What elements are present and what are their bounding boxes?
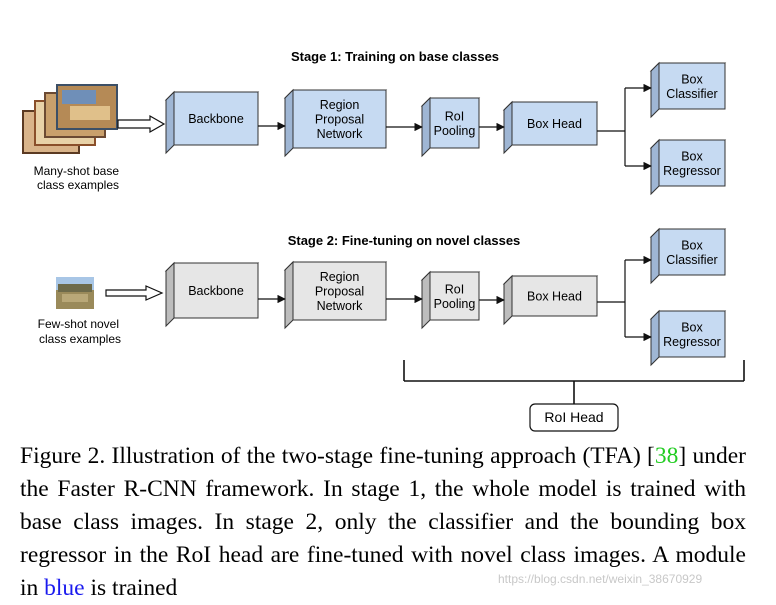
stage1-box-regressor-box-label-line: Box (681, 149, 703, 163)
stage1-box-regressor-box-label-line: Regressor (663, 164, 721, 178)
stage2-roi-pooling-box-label-line: Pooling (434, 297, 476, 311)
stage1-backbone-box-side-face (165, 90, 175, 155)
novel-class-image (56, 277, 94, 309)
stage1-roi-pooling-box-label-line: Pooling (434, 124, 476, 138)
stage2-box-classifier-box-side-face (650, 227, 660, 285)
stage1-title: Stage 1: Training on base classes (291, 49, 499, 64)
stage1-box-head-box-side-face (503, 100, 513, 155)
stage2-input-caption-line1: Few-shot novel (38, 317, 119, 331)
stage2-box-classifier-box-label-line: Classifier (666, 253, 717, 267)
stage2-backbone-box-label-line: Backbone (188, 284, 244, 298)
stage1-box-head-box: Box Head (502, 100, 599, 155)
stage1-backbone-box-label: Backbone (188, 112, 244, 126)
stage1-box-classifier-box-label-line: Classifier (666, 87, 717, 101)
stage1-box-classifier-box-label-line: Box (681, 72, 703, 86)
stage2-roi-pooling-box-label-line: RoI (445, 282, 464, 296)
stage1-backbone-box-front-face (173, 91, 259, 146)
stage1-input-arrow (117, 114, 166, 134)
stage2-box-head-box-label-line: Box Head (527, 290, 582, 304)
stage2-rpn-box-label-line: Network (317, 299, 364, 313)
stage1-rpn-box-label-line: Region (320, 98, 360, 112)
stage2-box-head-box-side-face (503, 274, 513, 326)
stage2-box-head-box: Box Head (502, 274, 599, 326)
stage1-rpn-box-side-face (284, 88, 294, 158)
stage2-rpn-box-side-face (284, 260, 294, 330)
figure-caption: Figure 2. Illustration of the two-stage … (20, 440, 746, 605)
stage1-box-regressor-box-side-face (650, 138, 660, 196)
stage2-box-classifier-box-label-line: Box (681, 238, 703, 252)
stage2-box-regressor-box-side-face (650, 309, 660, 367)
stage1-rpn-box-label-line: Proposal (315, 113, 364, 127)
stage2-box-head-box-label: Box Head (527, 290, 582, 304)
stage1-box-head-box-label-line: Box Head (527, 117, 582, 131)
stage2-rpn-box-label-line: Region (320, 270, 360, 284)
stage1-rpn-box-front-face (292, 89, 387, 149)
stage2-box-regressor-box-label-line: Box (681, 320, 703, 334)
roi-head-label: RoI Head (544, 409, 603, 425)
stage1-roi-pooling-box-label-line: RoI (445, 109, 464, 123)
caption-text-2: ] under the Faster R-CNN framework. In s… (20, 443, 746, 601)
stage2-rpn-box-label-line: Proposal (315, 285, 364, 299)
tfa-diagram: Stage 1: Training on base classes Stage … (22, 49, 745, 432)
caption-blue-word: blue (44, 575, 85, 601)
svg-text:Few-shot novel class examp: Few-shot novel class examples (38, 317, 123, 346)
stage1-roi-pooling-box-front-face (429, 97, 480, 149)
stage1-backbone-box: Backbone (164, 90, 260, 155)
roi-head-bracket (403, 360, 745, 404)
stage2-arrows (258, 255, 652, 342)
stage1-input-caption-line1: Many-shot base (34, 164, 120, 178)
base-class-image-stack (22, 84, 118, 154)
stage2-rpn-box-front-face (292, 261, 387, 321)
stage2-roi-pooling-box-front-face (429, 271, 480, 321)
stage1-input-caption-line2: class examples (37, 178, 119, 192)
stage2-box-regressor-box-front-face (658, 310, 726, 358)
stage1-box-head-box-front-face (511, 101, 598, 146)
stage2-input-caption-line2: class examples (39, 332, 121, 346)
stage1-arrows (258, 83, 652, 171)
stage1-backbone-box-label-line: Backbone (188, 112, 244, 126)
stage1-rpn-box-label-line: Network (317, 127, 364, 141)
stage1-box-regressor-box-front-face (658, 139, 726, 187)
svg-text:Many-shot base class examp: Many-shot base class examples (34, 164, 123, 192)
caption-text-3: is trained (84, 575, 178, 601)
stage1-roi-pooling-box-side-face (421, 96, 431, 158)
stage1-box-classifier-box-side-face (650, 61, 660, 119)
stage2-backbone-box-side-face (165, 261, 175, 328)
stage2-input-arrow (105, 285, 164, 301)
stage2-backbone-box: Backbone (164, 261, 260, 328)
stage2-backbone-box-front-face (173, 262, 259, 319)
stage1-box-head-box-label: Box Head (527, 117, 582, 131)
caption-citation-link[interactable]: 38 (654, 443, 679, 469)
watermark: https://blog.csdn.net/weixin_38670929 (498, 572, 703, 586)
roi-head-label-box (529, 403, 619, 432)
stage1-box-classifier-box-front-face (658, 62, 726, 110)
stage2-box-head-box-front-face (511, 275, 598, 317)
stage2-box-regressor-box-label-line: Regressor (663, 335, 721, 349)
stage2-box-classifier-box-front-face (658, 228, 726, 276)
stage2-roi-pooling-box-side-face (421, 270, 431, 330)
caption-text-1: Figure 2. Illustration of the two-stage … (20, 443, 655, 469)
stage2-title: Stage 2: Fine-tuning on novel classes (288, 233, 521, 248)
stage2-backbone-box-label: Backbone (188, 284, 244, 298)
